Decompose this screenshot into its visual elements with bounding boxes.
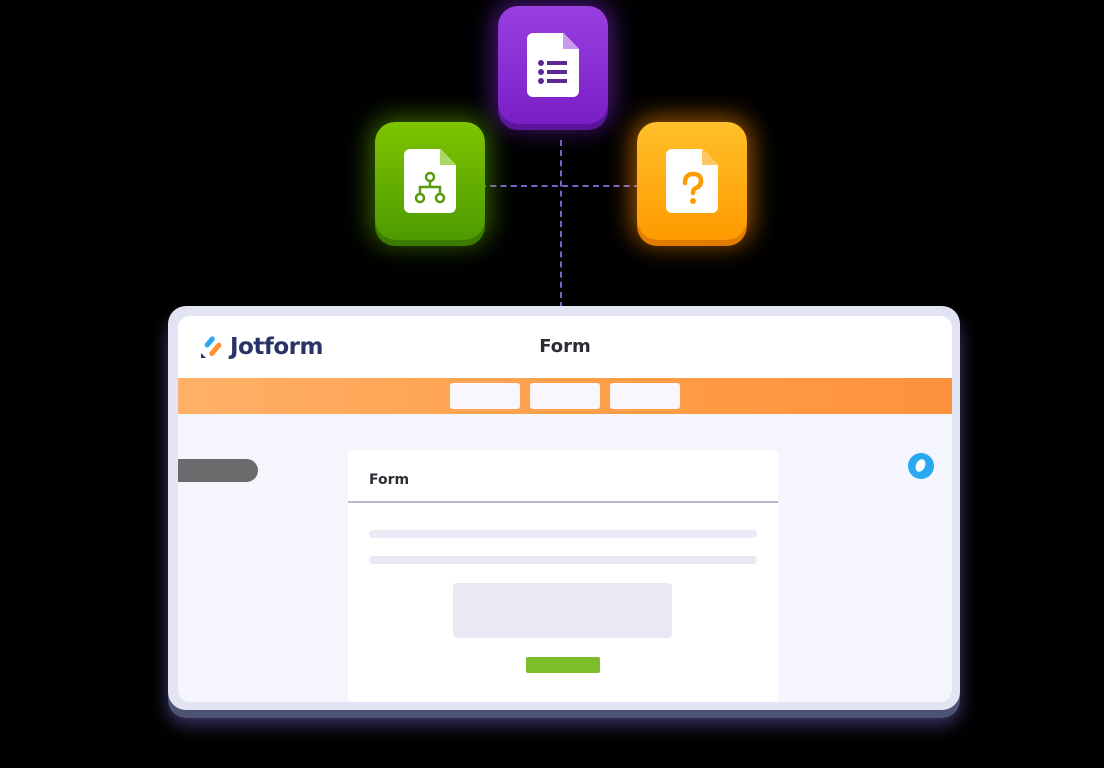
form-field-placeholder-1[interactable] <box>369 530 757 538</box>
form-card-title: Form <box>369 472 410 488</box>
app-window-content: Jotform Form Form <box>178 316 952 702</box>
header-bar: Jotform Form <box>178 316 952 378</box>
toolbar <box>178 378 952 414</box>
toolbar-button-3[interactable] <box>610 383 680 409</box>
toolbar-button-1[interactable] <box>450 383 520 409</box>
toolbar-button-2[interactable] <box>530 383 600 409</box>
submit-button[interactable] <box>526 657 600 673</box>
workflow-tile[interactable] <box>375 122 485 240</box>
brand-logo[interactable]: Jotform <box>200 334 323 360</box>
app-window: Jotform Form Form <box>168 306 960 710</box>
form-card: Form <box>348 450 778 702</box>
question-doc-icon <box>666 149 718 213</box>
form-tile[interactable] <box>498 6 608 124</box>
quiz-tile[interactable] <box>637 122 747 240</box>
form-content-placeholder <box>453 583 672 638</box>
brand-name: Jotform <box>230 334 323 360</box>
connector-horizontal <box>480 185 640 187</box>
status-indicator-icon[interactable] <box>908 453 934 479</box>
workflow-icon <box>404 149 456 213</box>
form-field-placeholder-2[interactable] <box>369 556 757 564</box>
form-card-header: Form <box>348 450 778 503</box>
jotform-logo-icon <box>201 336 222 358</box>
form-list-icon <box>527 33 579 97</box>
page-title: Form <box>539 336 591 357</box>
connector-vertical <box>560 140 562 308</box>
side-panel-toggle[interactable] <box>178 459 258 482</box>
